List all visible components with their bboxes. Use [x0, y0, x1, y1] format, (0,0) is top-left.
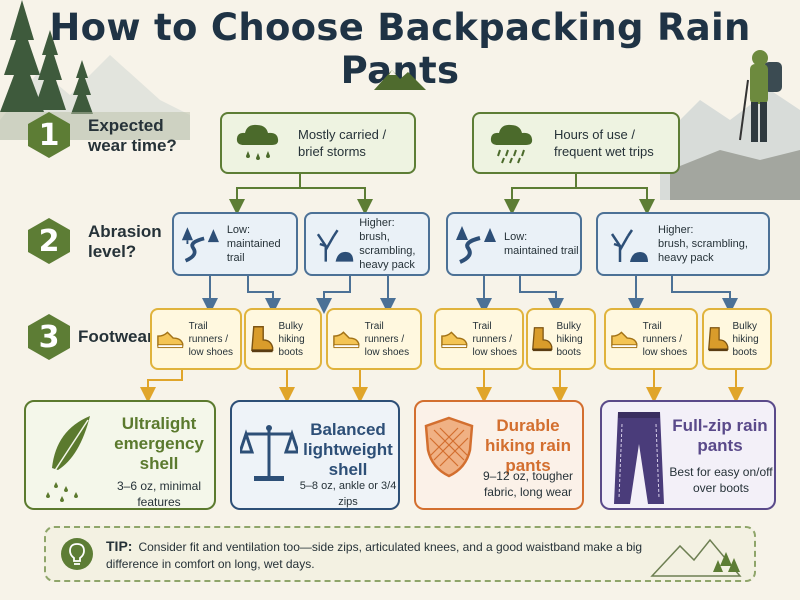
- brush-rock-icon: [610, 229, 648, 262]
- abrasion-low-sub: maintained trail: [226, 238, 281, 264]
- tip-text-block: TIP:Consider fit and ventilation too—sid…: [106, 538, 666, 573]
- step-2-label: Abrasion level?: [88, 222, 162, 261]
- abrasion-high-sub: brush, scrambling, heavy pack: [658, 238, 748, 264]
- hexagon-icon: [28, 218, 70, 264]
- trail-icon: [181, 227, 219, 263]
- footwear-bulky-3[interactable]: Bulky hiking boots: [702, 308, 772, 370]
- shield-fabric-icon: [424, 416, 474, 478]
- wear-time-option-hours[interactable]: Hours of use / frequent wet trips: [472, 112, 680, 174]
- result-subtitle: 5–8 oz, ankle or 3/4 zips: [299, 480, 397, 508]
- scale-icon: [240, 425, 298, 481]
- step-2-badge: 2: [24, 216, 74, 266]
- result-balanced[interactable]: Balanced lightweight shell 5–8 oz, ankle…: [230, 400, 400, 510]
- brush-rock-icon: [316, 229, 354, 262]
- abrasion-high-sub: brush, scrambling, heavy pack: [359, 231, 416, 271]
- step-3-badge: 3: [24, 312, 74, 362]
- step-number: 1: [38, 117, 60, 153]
- footwear-bulky-text: Bulky hiking boots: [278, 320, 305, 358]
- boot-icon: [251, 326, 274, 353]
- footwear-bulky-text: Bulky hiking boots: [556, 320, 583, 358]
- rain-cloud-icon: [236, 124, 279, 160]
- shoe-icon: [157, 331, 184, 349]
- footwear-trail-1[interactable]: Trail runners / low shoes: [150, 308, 242, 370]
- step-1-badge: 1: [24, 110, 74, 160]
- footwear-trail-2[interactable]: Trail runners / low shoes: [326, 308, 422, 370]
- step-number: 3: [38, 319, 60, 355]
- mountain-trees-icon: [650, 538, 742, 577]
- feather-icon: [46, 416, 90, 502]
- abrasion-high-right[interactable]: Higher: brush, scrambling, heavy pack: [596, 212, 770, 276]
- footwear-bulky-1[interactable]: Bulky hiking boots: [244, 308, 322, 370]
- footwear-trail-4[interactable]: Trail runners / low shoes: [604, 308, 698, 370]
- abrasion-low-left[interactable]: Low: maintained trail: [172, 212, 298, 276]
- hiker-illustration: [660, 50, 800, 200]
- footwear-trail-3[interactable]: Trail runners / low shoes: [434, 308, 524, 370]
- abrasion-high-label: Higher:: [359, 217, 395, 229]
- footwear-bulky-2[interactable]: Bulky hiking boots: [526, 308, 596, 370]
- result-subtitle: 9–12 oz, tougher fabric, long wear: [482, 469, 574, 499]
- result-title: Durable hiking rain pants: [485, 416, 571, 475]
- wear-time-hours-text: Hours of use / frequent wet trips: [554, 127, 654, 159]
- footwear-trail-text: Trail runners / low shoes: [364, 320, 410, 358]
- wear-time-brief-text: Mostly carried / brief storms: [298, 127, 387, 159]
- result-durable[interactable]: Durable hiking rain pants 9–12 oz, tough…: [414, 400, 584, 510]
- abrasion-low-sub: maintained trail: [504, 245, 579, 257]
- abrasion-high-label: Higher:: [658, 224, 694, 236]
- shoe-icon: [611, 331, 638, 349]
- shoe-icon: [333, 331, 360, 349]
- boot-icon: [708, 327, 729, 352]
- tip-text: Consider fit and ventilation too—side zi…: [106, 540, 643, 571]
- result-subtitle: Best for easy on/off over boots: [669, 465, 773, 495]
- trail-icon: [456, 226, 496, 264]
- result-title: Balanced lightweight shell: [303, 420, 393, 479]
- rain-cloud-icon: [490, 124, 533, 164]
- footwear-trail-text: Trail runners / low shoes: [188, 320, 234, 358]
- tip-label: TIP:: [106, 538, 133, 554]
- footwear-trail-text: Trail runners / low shoes: [642, 320, 688, 358]
- footwear-trail-text: Trail runners / low shoes: [472, 320, 517, 358]
- footwear-bulky-text: Bulky hiking boots: [732, 320, 759, 358]
- abrasion-low-label: Low:: [504, 231, 528, 243]
- step-3-label: Footwear?: [78, 327, 164, 346]
- hexagon-icon: [28, 112, 70, 158]
- step-number: 2: [38, 223, 60, 259]
- abrasion-low-label: Low:: [226, 224, 251, 236]
- abrasion-high-left[interactable]: Higher: brush, scrambling, heavy pack: [304, 212, 430, 276]
- rain-pants-icon: [614, 412, 664, 504]
- wear-time-option-brief[interactable]: Mostly carried / brief storms: [220, 112, 416, 174]
- abrasion-low-right[interactable]: Low: maintained trail: [446, 212, 582, 276]
- boot-icon: [532, 327, 553, 352]
- hexagon-icon: [28, 314, 70, 360]
- mountain-icon: [374, 70, 426, 90]
- page-title: How to Choose Backpacking Rain Pants: [49, 6, 751, 92]
- result-title: Full-zip rain pants: [672, 416, 768, 455]
- lightbulb-icon: [61, 538, 93, 570]
- step-1-label: Expected wear time?: [88, 116, 177, 155]
- result-subtitle: 3–6 oz, minimal features: [116, 479, 202, 509]
- tip-panel: TIP:Consider fit and ventilation too—sid…: [44, 526, 756, 582]
- shoe-icon: [441, 331, 468, 349]
- result-full-zip[interactable]: Full-zip rain pants Best for easy on/off…: [600, 400, 776, 510]
- result-title: Ultralight emergency shell: [114, 414, 204, 473]
- result-ultralight[interactable]: Ultralight emergency shell 3–6 oz, minim…: [24, 400, 216, 510]
